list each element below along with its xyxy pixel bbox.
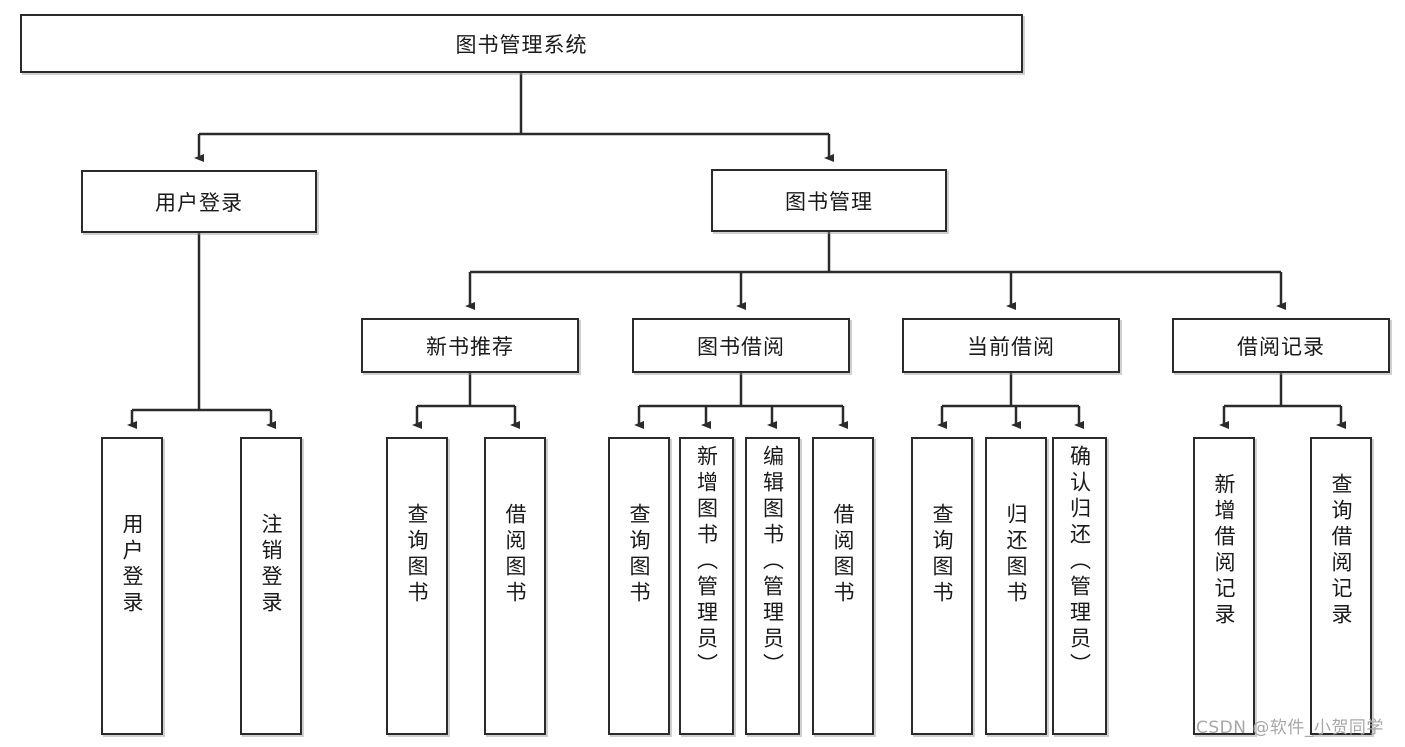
- node-leaf-borrow-book-2-label: 借阅图书: [831, 503, 856, 607]
- node-book-borrow[interactable]: 图书借阅: [632, 318, 850, 373]
- node-leaf-borrow-book-1-label: 借阅图书: [503, 503, 528, 607]
- node-leaf-add-book-label: 新增图书（管理员）: [694, 445, 719, 679]
- node-current-borrow-label: 当前借阅: [967, 334, 1055, 359]
- node-current-borrow[interactable]: 当前借阅: [902, 318, 1120, 373]
- node-leaf-query-record-label: 查询借阅记录: [1329, 473, 1354, 629]
- node-leaf-edit-book-label: 编辑图书（管理员）: [760, 445, 785, 679]
- node-leaf-return-book-label: 归还图书: [1004, 503, 1029, 607]
- node-leaf-borrow-book-1[interactable]: 借阅图书: [484, 437, 546, 735]
- node-leaf-query-book-2-label: 查询图书: [627, 503, 652, 607]
- node-leaf-borrow-book-2[interactable]: 借阅图书: [812, 437, 874, 735]
- node-new-book-recommend[interactable]: 新书推荐: [361, 318, 579, 373]
- node-leaf-user-login[interactable]: 用户登录: [101, 437, 163, 735]
- node-book-management[interactable]: 图书管理: [711, 169, 947, 232]
- node-leaf-query-book-3-label: 查询图书: [930, 503, 955, 607]
- node-root[interactable]: 图书管理系统: [20, 14, 1023, 73]
- node-leaf-add-record[interactable]: 新增借阅记录: [1193, 437, 1255, 735]
- node-leaf-query-book-3[interactable]: 查询图书: [911, 437, 973, 735]
- node-user-login[interactable]: 用户登录: [81, 170, 317, 233]
- node-leaf-confirm-return[interactable]: 确认归还（管理员）: [1052, 437, 1107, 735]
- node-borrow-record[interactable]: 借阅记录: [1172, 318, 1390, 373]
- node-root-label: 图书管理系统: [455, 32, 588, 57]
- node-book-borrow-label: 图书借阅: [697, 334, 785, 359]
- node-leaf-add-book[interactable]: 新增图书（管理员）: [679, 437, 734, 735]
- node-leaf-add-record-label: 新增借阅记录: [1212, 473, 1237, 629]
- node-new-book-recommend-label: 新书推荐: [426, 334, 514, 359]
- node-borrow-record-label: 借阅记录: [1237, 334, 1325, 359]
- node-leaf-return-book[interactable]: 归还图书: [985, 437, 1047, 735]
- node-leaf-query-book-1[interactable]: 查询图书: [386, 437, 448, 735]
- node-leaf-logout[interactable]: 注销登录: [240, 437, 302, 735]
- node-leaf-edit-book[interactable]: 编辑图书（管理员）: [745, 437, 800, 735]
- node-leaf-user-login-label: 用户登录: [120, 513, 145, 617]
- node-leaf-query-book-2[interactable]: 查询图书: [608, 437, 670, 735]
- node-leaf-query-book-1-label: 查询图书: [405, 503, 430, 607]
- node-user-login-label: 用户登录: [155, 190, 243, 215]
- watermark: CSDN @软件_小贺同学: [1196, 718, 1384, 738]
- node-leaf-confirm-return-label: 确认归还（管理员）: [1067, 445, 1092, 679]
- node-book-management-label: 图书管理: [785, 189, 873, 214]
- node-leaf-logout-label: 注销登录: [259, 513, 284, 617]
- node-leaf-query-record[interactable]: 查询借阅记录: [1310, 437, 1372, 735]
